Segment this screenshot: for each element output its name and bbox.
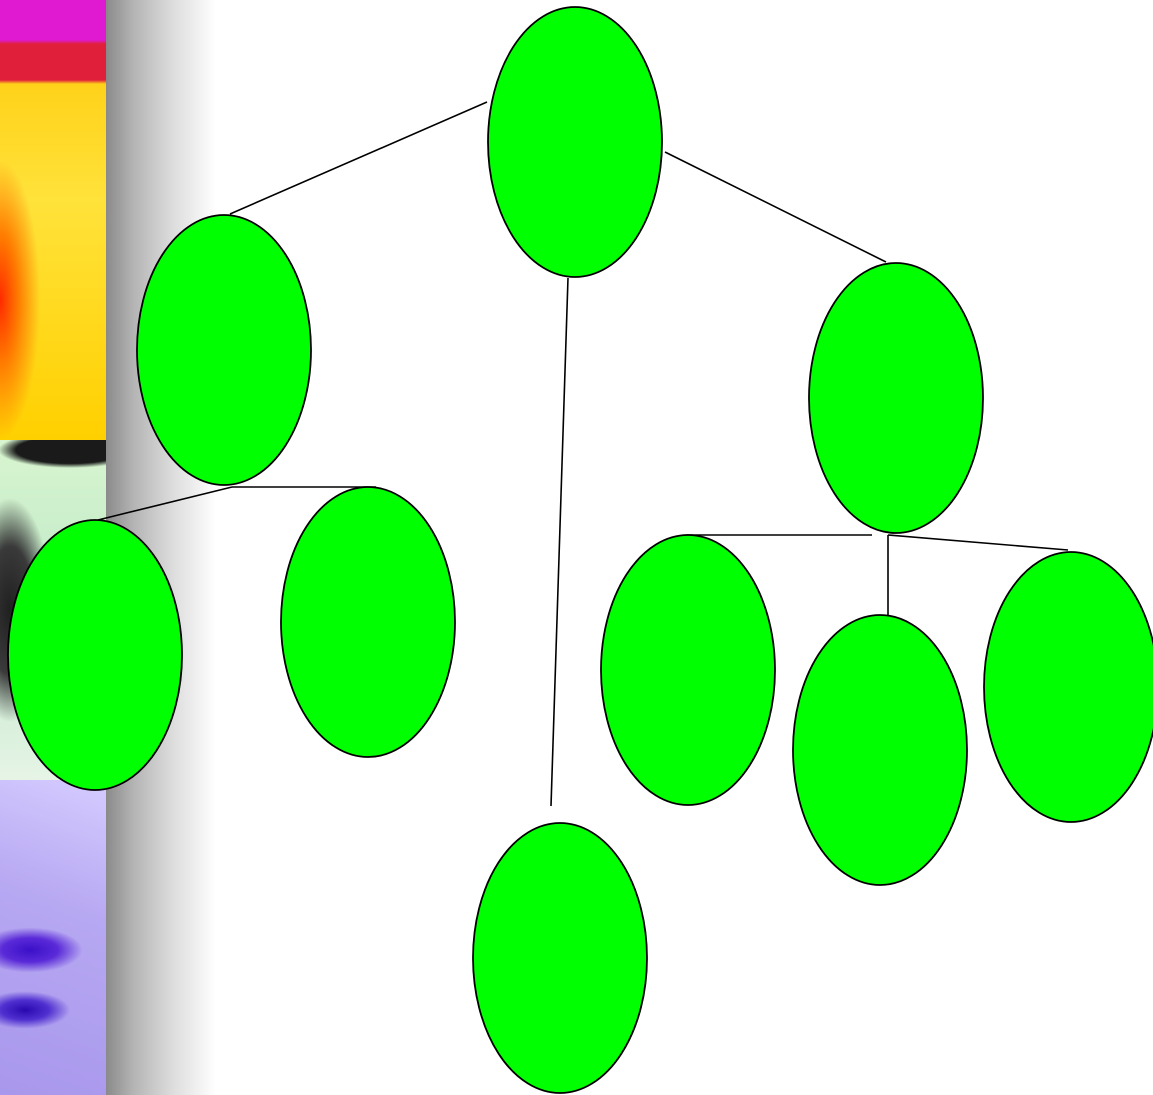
tree-node-middle: [473, 823, 647, 1093]
tree-node-left: [137, 215, 311, 485]
tree-edge: [98, 487, 232, 520]
tree-node-left-b: [281, 487, 455, 757]
tree-edge: [230, 102, 487, 214]
tree-node-right-b: [793, 615, 967, 885]
tree-nodes: [8, 7, 1153, 1093]
tree-edge: [888, 535, 1068, 550]
tree-edge: [551, 278, 568, 806]
tree-edge: [665, 152, 886, 262]
tree-node-right: [809, 263, 983, 533]
tree-node-root: [488, 7, 662, 277]
tree-node-left-a: [8, 520, 182, 790]
tree-node-right-c: [984, 552, 1153, 822]
tree-node-right-a: [601, 535, 775, 805]
